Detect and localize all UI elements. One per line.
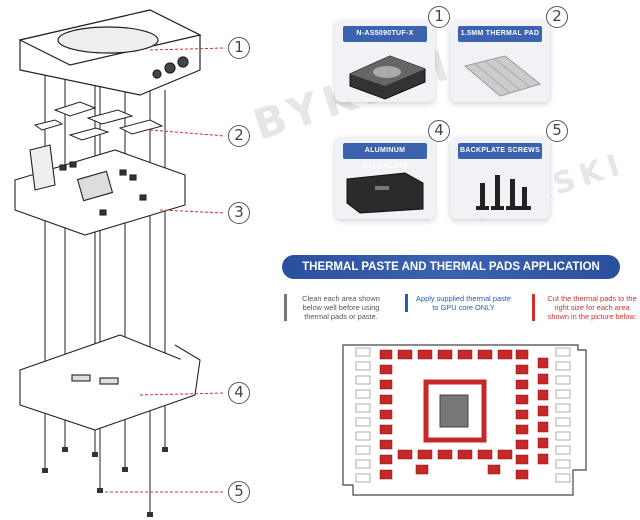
card-number-1: 1 [428, 6, 450, 28]
thermal-pad-area [379, 409, 393, 420]
application-title: THERMAL PASTE AND THERMAL PADS APPLICATI… [282, 255, 620, 279]
thermal-pad-area [515, 349, 529, 360]
thermal-pad-area [477, 349, 493, 360]
thermal-pad-image [463, 55, 542, 97]
component-outline [555, 417, 571, 427]
component-outline [555, 347, 571, 357]
card-number-4: 4 [428, 120, 450, 142]
thermal-pad-area [379, 454, 393, 465]
callout-1: 1 [228, 37, 250, 59]
component-outline [355, 445, 371, 455]
thermal-pad-area [515, 394, 529, 405]
backplate-screws [42, 447, 168, 517]
thermal-pads [33, 101, 164, 141]
product-label: 1.5MM THERMAL PAD [458, 26, 542, 42]
callout-4: 4 [228, 382, 250, 404]
thermal-pad-area [515, 379, 529, 390]
component-outline [355, 417, 371, 427]
thermal-pad-area [457, 449, 473, 460]
thermal-pad-area [537, 437, 549, 449]
exploded-assembly-diagram [14, 9, 226, 517]
component-outline [555, 445, 571, 455]
thermal-pad-area [437, 449, 453, 460]
product-label: ALUMINUM BACKPLATE [343, 143, 427, 170]
thermal-pad-area [397, 449, 413, 460]
thermal-pad-area [537, 357, 549, 369]
thermal-pad-area [515, 364, 529, 375]
thermal-pad-area [537, 405, 549, 417]
thermal-pad-area [515, 454, 529, 465]
thermal-pad-area [537, 373, 549, 385]
component-outline [355, 431, 371, 441]
thermal-pad-area [379, 424, 393, 435]
thermal-pad-area [379, 379, 393, 390]
thermal-pad-area [537, 453, 549, 465]
component-outline [355, 473, 371, 483]
note-clean: Clean each area shown below well before … [284, 294, 387, 321]
component-outline [355, 375, 371, 385]
thermal-pad-area [397, 349, 413, 360]
callout-5: 5 [228, 481, 250, 503]
component-outline [555, 473, 571, 483]
thermal-pad-area [379, 469, 393, 480]
thermal-pad-area [487, 464, 501, 475]
thermal-pad-area [379, 364, 393, 375]
callout-3: 3 [228, 202, 250, 224]
thermal-pad-area [379, 349, 393, 360]
thermal-pad-area [477, 449, 493, 460]
note-paste: Apply supplied thermal paste to GPU core… [405, 294, 511, 312]
thermal-pad-area [515, 409, 529, 420]
card-number-2: 2 [546, 6, 568, 28]
thermal-pad-area [379, 439, 393, 450]
thermal-pad-area [379, 394, 393, 405]
water-block-image [349, 55, 426, 100]
product-card-screws: BACKPLATE SCREWS [450, 137, 550, 219]
component-outline [355, 459, 371, 469]
product-label: BACKPLATE SCREWS [458, 143, 542, 159]
note-pads: Cut the thermal pads to the right size f… [532, 294, 640, 321]
product-label: N-AS5090TUF-X [343, 26, 427, 42]
thermal-pad-area [437, 349, 453, 360]
pcb-pad-layout-diagram [342, 344, 587, 496]
gpu-core-area [439, 394, 469, 428]
callout-2: 2 [228, 125, 250, 147]
component-outline [355, 389, 371, 399]
component-outline [355, 403, 371, 413]
product-card-water-block: N-AS5090TUF-X [335, 20, 435, 102]
thermal-pad-area [497, 449, 513, 460]
thermal-pad-area [415, 464, 429, 475]
card-number-5: 5 [546, 120, 568, 142]
component-outline [555, 403, 571, 413]
thermal-pad-area [457, 349, 473, 360]
component-outline [555, 431, 571, 441]
thermal-pad-area [537, 421, 549, 433]
component-outline [355, 347, 371, 357]
screws-image [476, 175, 531, 210]
backplate [19, 334, 201, 431]
thermal-pad-area [515, 424, 529, 435]
backplate-image [346, 172, 424, 214]
component-outline [555, 361, 571, 371]
component-outline [555, 459, 571, 469]
thermal-pad-area [417, 449, 433, 460]
graphics-card-pcb [14, 144, 186, 236]
product-card-thermal-pad: 1.5MM THERMAL PAD [450, 20, 550, 102]
thermal-pad-area [417, 349, 433, 360]
thermal-pad-area [537, 389, 549, 401]
component-outline [355, 361, 371, 371]
thermal-pad-area [515, 469, 529, 480]
component-outline [555, 389, 571, 399]
thermal-pad-area [515, 439, 529, 450]
product-card-backplate: ALUMINUM BACKPLATE [335, 137, 435, 219]
component-outline [555, 375, 571, 385]
water-block [18, 9, 202, 96]
thermal-pad-area [497, 349, 513, 360]
